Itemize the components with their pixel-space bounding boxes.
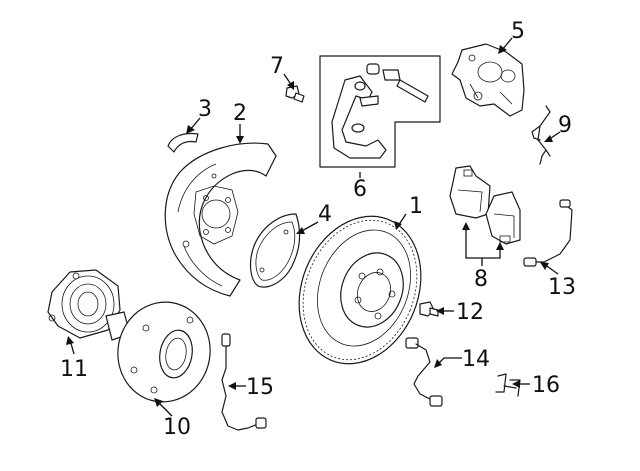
part-rotor-screw	[419, 301, 439, 317]
part-brake-caliper	[451, 43, 525, 117]
callout-labels: 1 2 3 4 5 6 7 8 9 10 11 12 13 14 15 16	[60, 19, 576, 440]
part-brake-hose	[405, 337, 443, 407]
callout-13: 13	[548, 275, 576, 300]
callout-9: 9	[558, 113, 572, 138]
callout-12: 12	[456, 300, 484, 325]
callout-16: 16	[532, 373, 560, 398]
callout-11: 11	[60, 357, 88, 382]
part-caliper-bracket-kit	[319, 55, 441, 168]
part-shield-bracket	[167, 132, 199, 153]
leader-lines	[66, 37, 561, 417]
part-pad-wear-sensor	[523, 199, 573, 267]
callout-8: 8	[474, 267, 488, 292]
callout-15: 15	[246, 375, 274, 400]
callout-6: 6	[353, 177, 367, 202]
part-wheel-hub	[105, 301, 211, 403]
callout-5: 5	[511, 19, 525, 44]
part-bracket-bolt	[285, 85, 305, 103]
part-dust-shield-plate	[249, 213, 301, 288]
part-brake-pads	[449, 165, 521, 245]
callout-7: 7	[270, 54, 284, 79]
part-pad-retaining-clip	[531, 105, 551, 165]
part-abs-sensor-cable	[221, 333, 267, 431]
callout-2: 2	[233, 101, 247, 126]
callout-10: 10	[163, 415, 191, 440]
callout-3: 3	[198, 97, 212, 122]
callout-14: 14	[462, 347, 490, 372]
callout-4: 4	[318, 202, 332, 227]
part-splash-shield	[164, 142, 277, 297]
callout-1: 1	[409, 194, 423, 219]
part-brake-rotor	[298, 215, 422, 365]
